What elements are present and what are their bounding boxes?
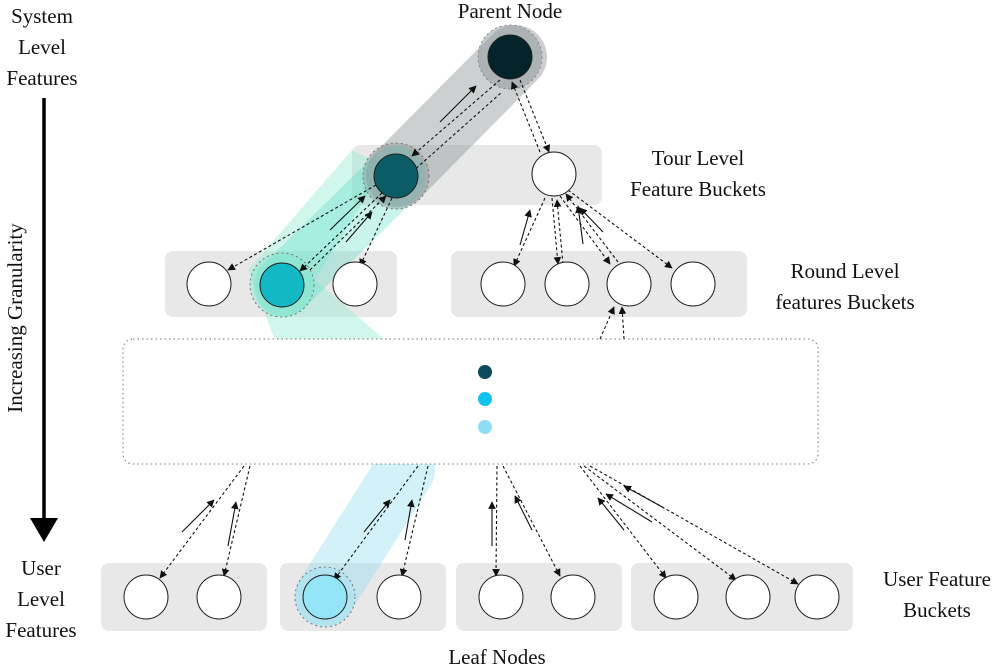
leaf-node: [196, 574, 242, 620]
user-level-line-3: Features: [5, 618, 76, 642]
ellipsis-dot-dark: [478, 365, 492, 379]
leaf-node: [123, 574, 169, 620]
tour-node-highlighted: [373, 153, 419, 199]
round-node: [332, 261, 378, 307]
round-buckets-line-1: Round Level: [790, 259, 899, 283]
round-node-highlighted: [259, 262, 305, 308]
round-node: [544, 261, 590, 307]
tour-node: [531, 151, 577, 197]
user-buckets-line-2: Buckets: [903, 598, 971, 622]
ellipsis-dot-light: [478, 420, 492, 434]
parent-node: [487, 34, 533, 80]
leaf-node: [794, 574, 840, 620]
system-level-line-3: Features: [6, 66, 77, 90]
user-level-line-2: Level: [17, 587, 65, 611]
round-node: [480, 261, 526, 307]
round-buckets-line-2: features Buckets: [775, 290, 914, 314]
granularity-label: Increasing Granularity: [3, 223, 27, 413]
round-node: [670, 261, 716, 307]
user-buckets-line-1: User Feature: [883, 567, 991, 591]
system-level-line-1: System: [11, 4, 73, 28]
leaf-node-highlighted: [302, 574, 348, 620]
parent-node-label: Parent Node: [458, 0, 562, 23]
leaf-nodes-label: Leaf Nodes: [448, 645, 545, 668]
leaf-node: [478, 574, 524, 620]
ellipsis-dot-mid: [478, 392, 492, 406]
leaf-node: [376, 574, 422, 620]
round-bucket-right: [451, 251, 747, 317]
user-level-line-1: User: [21, 556, 61, 580]
tour-buckets-line-1: Tour Level: [652, 146, 745, 170]
round-node: [186, 261, 232, 307]
leaf-node: [550, 574, 596, 620]
leaf-node: [725, 574, 771, 620]
leaf-node: [653, 574, 699, 620]
down-arrow-icon: [30, 518, 58, 542]
tour-buckets-line-2: Feature Buckets: [630, 177, 766, 201]
round-node: [606, 261, 652, 307]
intermediate-levels-box: [122, 338, 819, 465]
system-level-line-2: Level: [18, 35, 66, 59]
